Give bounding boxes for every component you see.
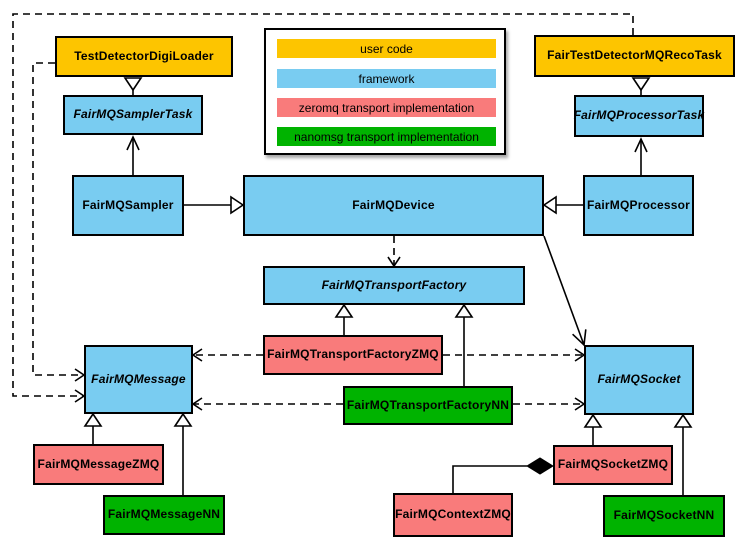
edge-association-sampler-to-samplertask <box>126 135 140 175</box>
edge-association-processor-to-processortask <box>634 137 648 175</box>
class-box-fairmqprocessortask: FairMQProcessorTask <box>574 95 704 137</box>
class-box-fairmqsocketzmq: FairMQSocketZMQ <box>553 445 673 485</box>
legend-item-nanomsg: nanomsg transport implementation <box>277 127 496 146</box>
edge-inheritance-processor-to-device <box>542 195 583 215</box>
hollow-triangle <box>542 195 557 215</box>
class-box-fairmqmessage: FairMQMessage <box>84 345 193 414</box>
class-box-fairmqsocket: FairMQSocket <box>584 345 694 415</box>
class-box-fairmqtransportfactory: FairMQTransportFactory <box>263 266 525 305</box>
edge-association-device-to-socket <box>543 235 587 347</box>
class-box-fairmqprocessor: FairMQProcessor <box>583 175 694 236</box>
hollow-triangle <box>123 77 143 92</box>
hollow-triangle <box>454 303 474 318</box>
class-box-fairmqsocketnn: FairMQSocketNN <box>603 495 725 537</box>
open-arrowhead <box>126 135 140 151</box>
open-arrowhead <box>634 137 648 153</box>
filled-diamond <box>526 457 554 475</box>
class-box-fairmqtransportfactoryzmq: FairMQTransportFactoryZMQ <box>263 335 443 375</box>
edge-line <box>543 235 585 346</box>
open-arrowhead <box>191 348 203 362</box>
edge-dependency-factorynn-to-socket <box>513 397 586 411</box>
class-box-fairmqmessagezmq: FairMQMessageZMQ <box>33 444 164 485</box>
class-box-fairmqcontextzmq: FairMQContextZMQ <box>393 493 513 537</box>
class-box-fairmqtransportfactorynn: FairMQTransportFactoryNN <box>343 386 513 425</box>
open-arrowhead <box>191 397 203 411</box>
hollow-triangle <box>631 77 651 92</box>
legend-item-framework: framework <box>277 69 496 88</box>
legend-item-user-code: user code <box>277 39 496 58</box>
edge-dependency-device-to-transportfactory <box>387 236 401 268</box>
hollow-triangle <box>83 412 103 427</box>
class-box-fairmqsamplertask: FairMQSamplerTask <box>63 95 203 135</box>
edge-inheritance-recotask-to-processortask <box>631 77 651 95</box>
edge-inheritance-socketzmq-to-socket <box>583 413 603 445</box>
edge-inheritance-messagezmq-to-message <box>83 412 103 444</box>
edge-dependency-factoryzmq-to-message <box>191 348 263 362</box>
edge-inheritance-socketnn-to-socket <box>673 413 693 495</box>
edge-inheritance-messagenn-to-message <box>173 412 193 495</box>
hollow-triangle <box>583 413 603 428</box>
legend: user code framework zeromq transport imp… <box>264 28 506 155</box>
hollow-triangle <box>673 413 693 428</box>
legend-item-zeromq: zeromq transport implementation <box>277 98 496 117</box>
edge-inheritance-factorynn-to-transportfactory <box>454 303 474 386</box>
hollow-triangle <box>173 412 193 427</box>
edge-line <box>452 465 527 493</box>
hollow-triangle <box>230 195 245 215</box>
edge-inheritance-factoryzmq-to-transportfactory <box>334 303 354 335</box>
class-box-fairmqsampler: FairMQSampler <box>72 175 184 236</box>
class-box-fairmqdevice: FairMQDevice <box>243 175 544 236</box>
edge-line <box>12 13 634 397</box>
class-box-testdetectordigiloader: TestDetectorDigiLoader <box>55 36 233 77</box>
hollow-triangle <box>334 303 354 318</box>
edge-composition-socketzmq-to-contextzmq <box>452 457 554 493</box>
class-box-fairtestdetectormqrecotask: FairTestDetectorMQRecoTask <box>534 35 735 77</box>
edge-inheritance-digiloader-to-samplertask <box>123 77 143 95</box>
edge-dependency-factorynn-to-message <box>191 397 343 411</box>
class-box-fairmqmessagenn: FairMQMessageNN <box>103 495 225 535</box>
edge-inheritance-sampler-to-device <box>184 195 245 215</box>
